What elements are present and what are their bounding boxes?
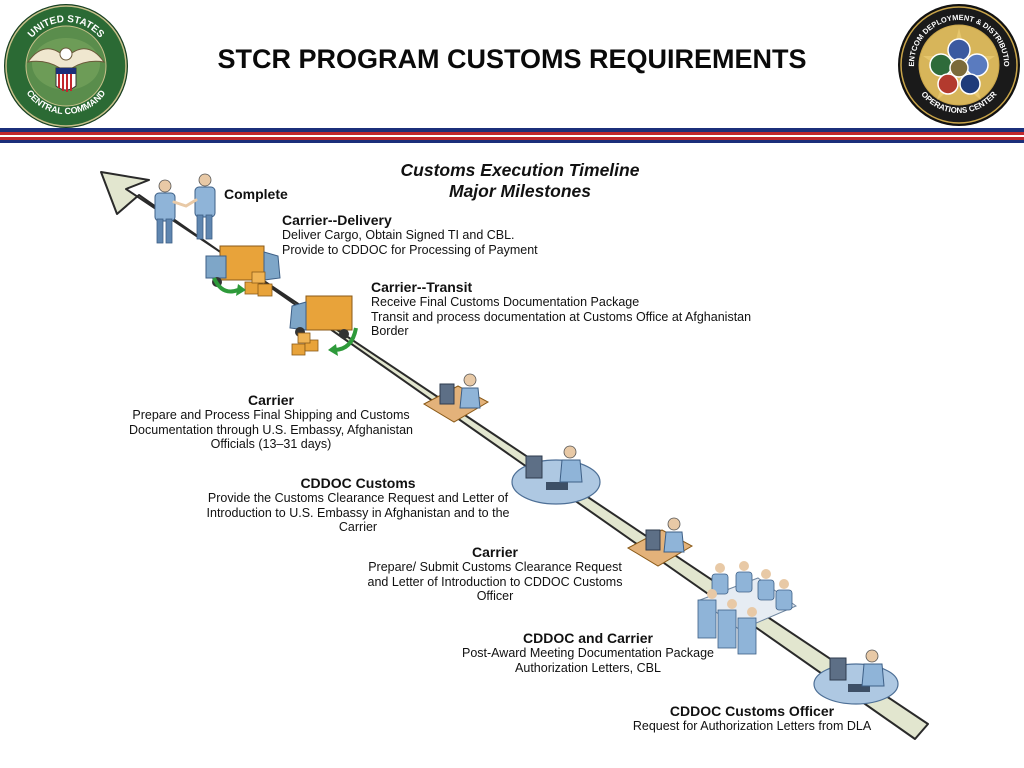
milestone-block: CDDOC Customs Officer Request for Author… <box>612 703 892 734</box>
milestone-line: Introduction to U.S. Embassy in Afghanis… <box>206 505 510 520</box>
milestone-heading: Carrier <box>472 544 518 560</box>
milestone-line: Documentation through U.S. Embassy, Afgh… <box>129 422 413 437</box>
delivery-truck-icon <box>205 245 281 297</box>
milestone-block: Carrier--Delivery Deliver Cargo, Obtain … <box>282 212 538 257</box>
milestone-line: Provide to CDDOC for Processing of Payme… <box>282 242 538 257</box>
header-divider-band <box>0 128 1024 143</box>
milestone-line: Receive Final Customs Documentation Pack… <box>371 295 640 309</box>
milestone-heading: Complete <box>224 186 288 202</box>
workstation-operator-icon <box>813 649 899 705</box>
milestone-block: CDDOC and Carrier Post-Award Meeting Doc… <box>440 630 736 675</box>
milestone-heading: Carrier--Transit <box>371 279 473 295</box>
handshake-people-icon <box>154 173 216 244</box>
milestone-line: Authorization Letters, CBL <box>515 660 661 675</box>
milestone-line: Deliver Cargo, Obtain Signed TI and CBL. <box>282 228 515 242</box>
milestone-line: Request for Authorization Letters from D… <box>632 719 872 733</box>
central-command-seal-icon: UNITED STATES CENTRAL COMMAND <box>4 4 128 128</box>
milestone-line: Post-Award Meeting Documentation Package <box>462 646 714 660</box>
milestone-line: Officer <box>476 589 514 604</box>
milestone-block: Carrier Prepare and Process Final Shippi… <box>100 392 442 452</box>
centcom-deployment-distribution-seal-icon: CENTCOM DEPLOYMENT & DISTRIBUTION OPERAT… <box>896 2 1020 126</box>
milestone-line: Prepare and Process Final Shipping and C… <box>132 408 410 422</box>
milestone-heading: Carrier--Delivery <box>282 212 392 228</box>
computer-worker-icon <box>422 373 490 423</box>
slide-title: STCR PROGRAM CUSTOMS REQUIREMENTS <box>217 44 807 74</box>
milestone-block: Carrier Prepare/ Submit Customs Clearanc… <box>344 544 646 604</box>
timeline-title-line2: Major Milestones <box>449 181 591 201</box>
milestone-line: Prepare/ Submit Customs Clearance Reques… <box>368 560 622 574</box>
milestone-block: Carrier--Transit Receive Final Customs D… <box>371 279 751 339</box>
workstation-operator-icon <box>511 445 601 505</box>
milestone-line: Border <box>371 324 409 339</box>
computer-worker-icon <box>626 517 694 567</box>
timeline-title-line1: Customs Execution Timeline <box>400 160 640 180</box>
milestone-line: and Letter of Introduction to CDDOC Cust… <box>367 574 623 589</box>
milestone-line: Carrier <box>338 520 378 535</box>
milestone-line: Provide the Customs Clearance Request an… <box>207 491 509 505</box>
milestone-heading: CDDOC Customs <box>300 475 416 491</box>
milestone-line: Officials (13–31 days) <box>210 437 332 452</box>
conference-meeting-icon <box>697 561 797 655</box>
milestone-block: CDDOC Customs Provide the Customs Cleara… <box>180 475 536 535</box>
milestone-heading: CDDOC Customs Officer <box>669 703 835 719</box>
milestone-heading: CDDOC and Carrier <box>523 630 653 646</box>
milestone-line: Transit and process documentation at Cus… <box>371 309 752 324</box>
milestone-heading: Carrier <box>248 392 294 408</box>
timeline-title: Customs Execution Timeline Major Milesto… <box>360 160 680 202</box>
transit-truck-icon <box>289 295 358 356</box>
